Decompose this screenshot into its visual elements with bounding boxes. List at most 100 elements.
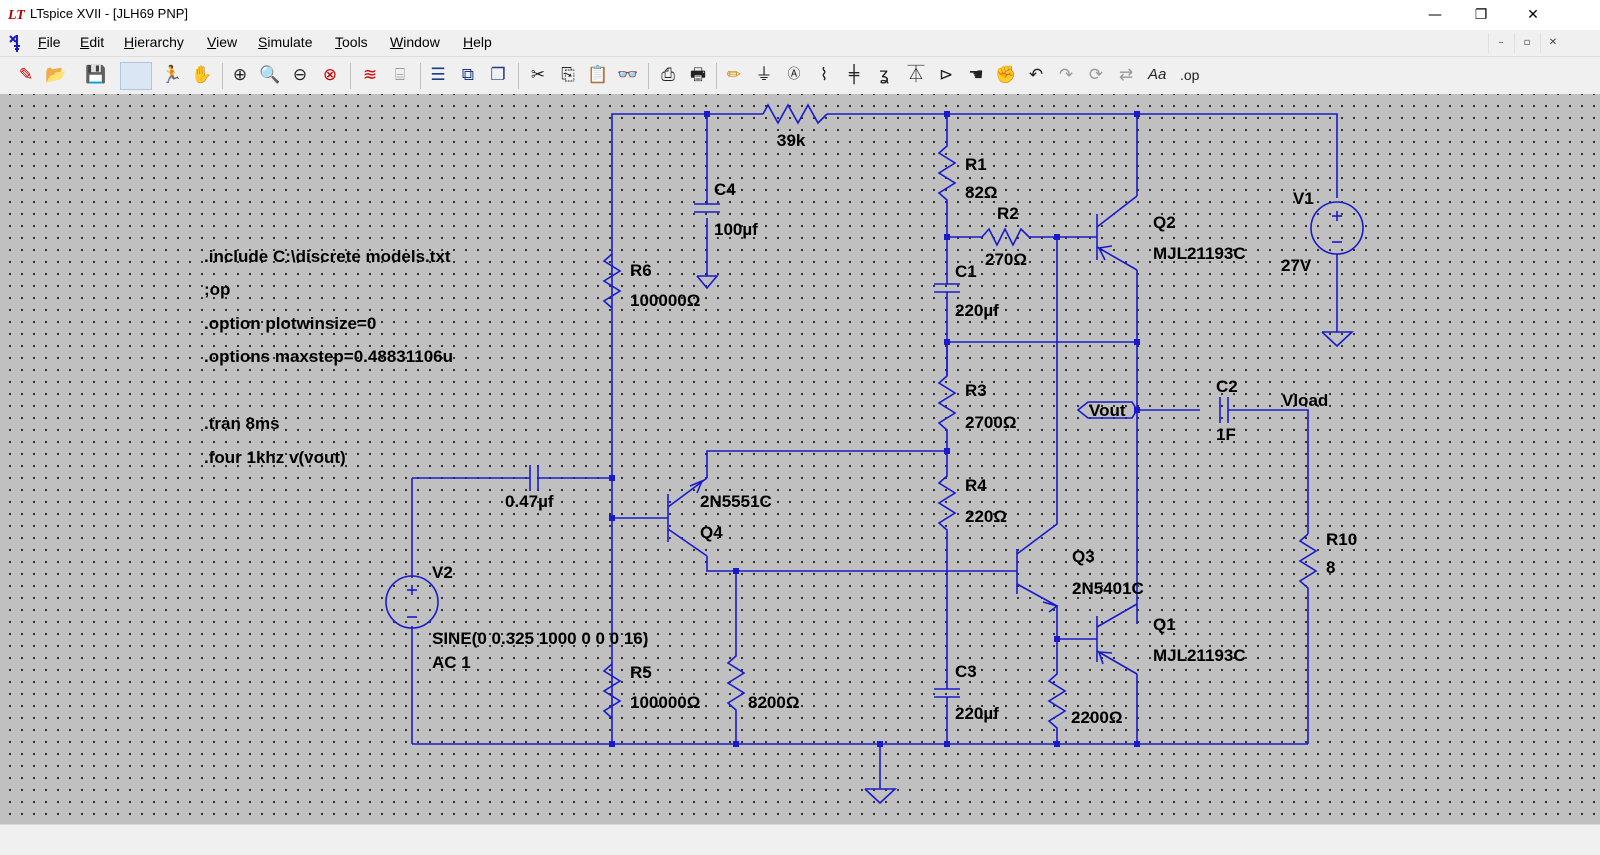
c3-name[interactable]: C3 <box>955 662 977 681</box>
tile-horizontal-icon[interactable]: ☰ <box>430 65 446 85</box>
c4-value[interactable]: 100µf <box>714 220 758 239</box>
maximize-button[interactable]: ❐ <box>1474 7 1488 23</box>
r6-name[interactable]: R6 <box>630 261 652 280</box>
rotate-icon[interactable]: ⟳ <box>1088 65 1104 85</box>
directive-plotwinsize[interactable]: .option plotwinsize=0 <box>204 314 376 333</box>
q3-name[interactable]: Q3 <box>1072 547 1095 566</box>
r6-value[interactable]: 100000Ω <box>630 291 700 310</box>
print-preview-icon[interactable]: ⎙ <box>661 65 675 85</box>
r5-value[interactable]: 100000Ω <box>630 693 700 712</box>
doc-close-button[interactable]: ✕ <box>1540 33 1565 53</box>
zoom-fit-icon[interactable]: ⊗ <box>322 65 338 85</box>
v2-value[interactable]: SINE(0 0.325 1000 0 0 0 16) <box>432 629 648 648</box>
label-net-icon[interactable]: Ⓐ <box>787 67 801 82</box>
r5-name[interactable]: R5 <box>630 663 652 682</box>
halt-icon[interactable]: ✋ <box>191 65 213 85</box>
cin-value[interactable]: 0.47µf <box>505 492 554 511</box>
menu-hierarchy[interactable]: Hierarchy <box>124 34 184 50</box>
menu-window[interactable]: Window <box>390 34 440 50</box>
zoom-pan-icon[interactable]: 🔍 <box>259 65 281 85</box>
menu-tools[interactable]: Tools <box>335 34 368 50</box>
r1-name[interactable]: R1 <box>965 155 987 174</box>
find-icon[interactable]: 👓 <box>617 65 639 85</box>
schematic-canvas[interactable]: .include C:\discrete models.txt ;op .opt… <box>0 94 1600 824</box>
r-2200-value[interactable]: 2200Ω <box>1071 708 1122 727</box>
doc-minimize-button[interactable]: – <box>1488 33 1513 53</box>
directive-tran[interactable]: .tran 8ms <box>204 414 280 433</box>
doc-restore-button[interactable]: ▫ <box>1514 33 1539 53</box>
vload-net-label[interactable]: Vload <box>1282 391 1328 410</box>
close-button[interactable]: ✕ <box>1527 7 1539 23</box>
print-icon[interactable]: 🖶 <box>689 65 707 85</box>
c1-name[interactable]: C1 <box>955 262 977 281</box>
q4-name[interactable]: Q4 <box>700 523 723 542</box>
r10-name[interactable]: R10 <box>1326 530 1357 549</box>
undo-icon[interactable]: ↶ <box>1028 65 1044 85</box>
save-icon[interactable]: 💾 <box>85 65 107 85</box>
new-schematic-icon[interactable]: ✎ <box>18 65 34 85</box>
vout-net-label[interactable]: Vout <box>1089 401 1126 420</box>
q4-model[interactable]: 2N5551C <box>700 492 772 511</box>
q1-model[interactable]: MJL21193C <box>1153 646 1246 665</box>
diode-icon[interactable]: ⏄ <box>907 65 925 85</box>
c4-name[interactable]: C4 <box>714 180 736 199</box>
r10-value[interactable]: 8 <box>1326 558 1335 577</box>
c1-value[interactable]: 220µf <box>955 301 999 320</box>
v2-name[interactable]: V2 <box>432 563 453 582</box>
r3-name[interactable]: R3 <box>965 381 987 400</box>
tile-vertical-icon[interactable]: ⧉ <box>461 65 475 85</box>
text-icon[interactable]: Aa <box>1148 66 1167 83</box>
v2-ac[interactable]: AC 1 <box>432 653 471 672</box>
capacitor-icon[interactable]: ╪ <box>848 65 860 85</box>
q1-name[interactable]: Q1 <box>1153 615 1176 634</box>
mirror-icon[interactable]: ⇄ <box>1118 65 1134 85</box>
zoom-in-icon[interactable]: ⊕ <box>232 65 248 85</box>
cascade-icon[interactable]: ❐ <box>490 65 506 85</box>
r4-value[interactable]: 220Ω <box>965 507 1007 526</box>
r2-value[interactable]: 270Ω <box>985 250 1027 269</box>
resistor-icon[interactable]: ⌇ <box>819 65 829 85</box>
drag-icon[interactable]: ✊ <box>995 65 1017 85</box>
r-39k-value[interactable]: 39k <box>777 131 806 150</box>
q3-model[interactable]: 2N5401C <box>1072 579 1144 598</box>
schematic-doc-icon[interactable] <box>6 32 28 54</box>
v1-name[interactable]: V1 <box>1293 189 1314 208</box>
r1-value[interactable]: 82Ω <box>965 183 998 202</box>
directive-include[interactable]: .include C:\discrete models.txt <box>204 247 451 266</box>
draw-wire-icon[interactable]: ✏ <box>726 65 742 85</box>
paste-icon[interactable]: 📋 <box>587 65 609 85</box>
directive-op[interactable]: ;op <box>204 280 230 299</box>
menu-simulate[interactable]: Simulate <box>258 34 313 50</box>
zoom-out-icon[interactable]: ⊖ <box>292 65 308 85</box>
r4-name[interactable]: R4 <box>965 476 987 495</box>
cut-icon[interactable]: ✂ <box>530 65 546 85</box>
menu-file[interactable]: File <box>38 34 61 50</box>
c3-value[interactable]: 220µf <box>955 704 999 723</box>
c2-name[interactable]: C2 <box>1216 377 1238 396</box>
r3-value[interactable]: 2700Ω <box>965 413 1016 432</box>
r-8200-value[interactable]: 8200Ω <box>748 693 799 712</box>
v1-value[interactable]: 27V <box>1281 256 1312 275</box>
r2-name[interactable]: R2 <box>997 204 1019 223</box>
waveform-icon[interactable]: ≋ <box>362 65 378 85</box>
run-icon[interactable]: 🏃 <box>161 65 183 85</box>
minimize-button[interactable]: — <box>1428 7 1442 23</box>
ground-icon[interactable]: ⏚ <box>755 65 773 85</box>
open-icon[interactable]: 📂 <box>45 65 67 85</box>
blank-toolbar-button[interactable] <box>120 62 152 90</box>
directive-four[interactable]: .four 1khz v(vout) <box>204 448 346 467</box>
q2-name[interactable]: Q2 <box>1153 213 1176 232</box>
menu-view[interactable]: View <box>207 34 238 50</box>
spice-directive-button[interactable]: .op <box>1180 67 1200 83</box>
menu-edit[interactable]: Edit <box>80 34 105 50</box>
directive-maxstep[interactable]: .options maxstep=0.48831106u <box>204 347 453 366</box>
move-icon[interactable]: ☚ <box>968 65 984 85</box>
waveform-off-icon[interactable]: ⌸ <box>394 65 406 85</box>
q2-model[interactable]: MJL21193C <box>1153 244 1246 263</box>
copy-icon[interactable]: ⎘ <box>561 65 575 85</box>
inductor-icon[interactable]: ʓ <box>879 65 889 85</box>
c2-value[interactable]: 1F <box>1216 425 1236 444</box>
component-icon[interactable]: ⊳ <box>938 65 954 85</box>
menu-help[interactable]: Help <box>463 34 492 50</box>
redo-icon[interactable]: ↷ <box>1058 65 1074 85</box>
